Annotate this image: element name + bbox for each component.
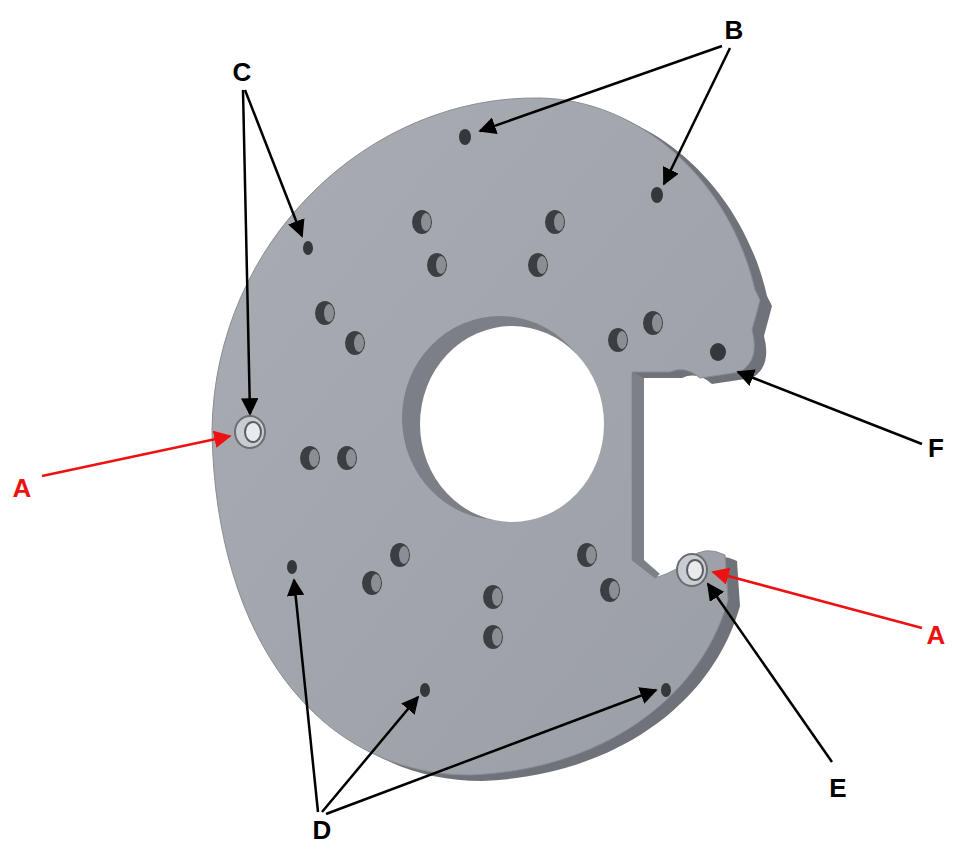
plate-face xyxy=(212,98,760,775)
slot-wall xyxy=(632,372,660,578)
leader-arrows xyxy=(42,46,922,814)
callout-letter: A xyxy=(927,622,946,648)
bolt-holes xyxy=(300,210,663,649)
callout-letter: A xyxy=(13,475,32,501)
dowel-pins xyxy=(235,416,707,586)
small-holes xyxy=(287,129,726,697)
callout-letter: C xyxy=(233,59,252,85)
callout-letter: D xyxy=(313,817,332,843)
callout-letter: B xyxy=(725,17,744,43)
callout-letter: E xyxy=(829,775,846,801)
callout-letter: F xyxy=(928,435,944,461)
center-bore xyxy=(420,326,604,522)
